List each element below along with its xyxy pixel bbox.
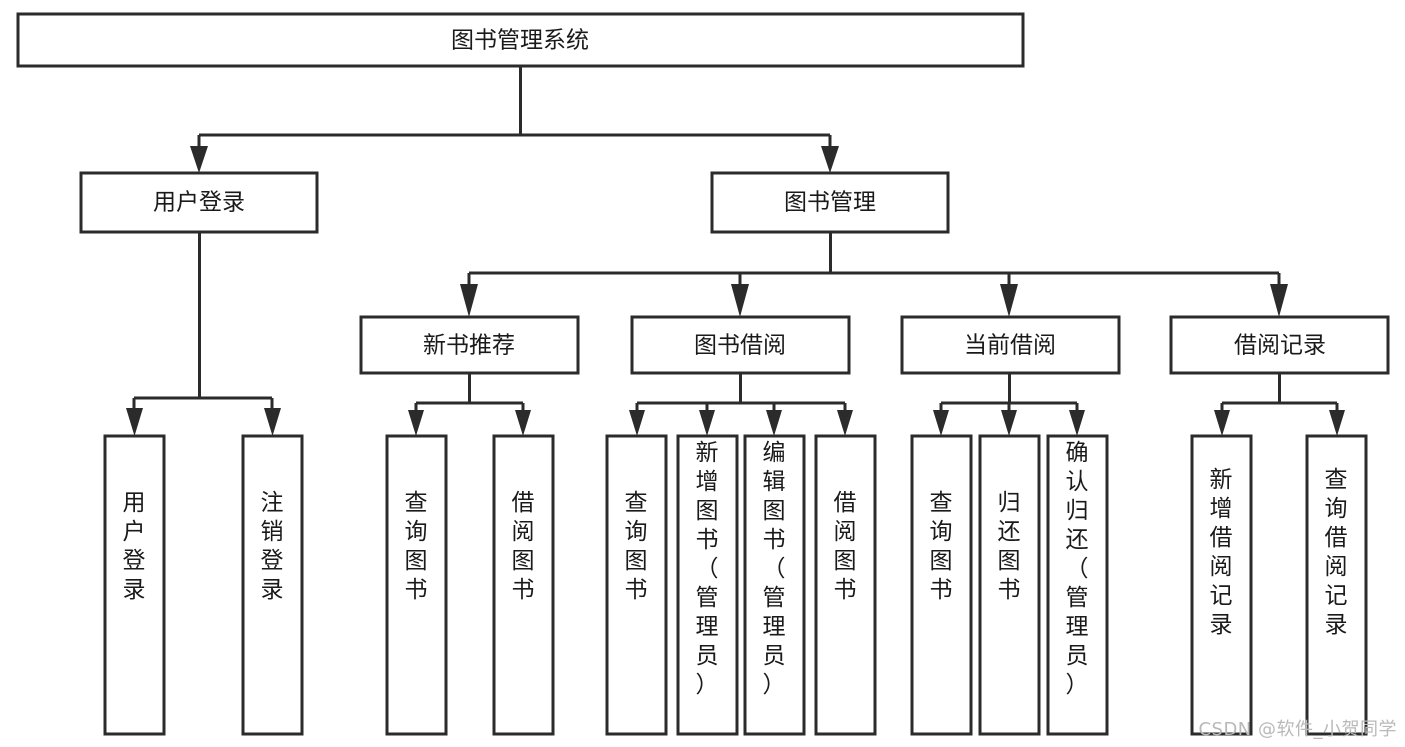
leaf-query-borrow-record-box[interactable] <box>1305 434 1368 736</box>
node-user-login-label: 用户登录 <box>153 190 245 216</box>
leaf-borrow-book-1-label: 借阅图书 <box>512 490 535 603</box>
leaf-user-login-label: 用户登录 <box>123 490 146 603</box>
csdn-watermark: CSDN @软件_小贺同学 <box>1198 719 1397 740</box>
leaf-query-book-3-box[interactable] <box>910 434 973 736</box>
leaf-query-book-1-label: 查询图书 <box>405 490 428 603</box>
node-root[interactable]: 图书管理系统 <box>16 12 1025 68</box>
leaf-return-book-box[interactable] <box>978 434 1041 736</box>
leaf-user-login-box[interactable] <box>103 434 166 736</box>
arrow-head-record-leaf-2 <box>1329 410 1345 436</box>
connector-layer <box>126 66 1345 436</box>
arrow-head-book-manage <box>821 146 839 173</box>
leaf-logout[interactable]: 注销登录 <box>241 434 304 736</box>
node-root-label: 图书管理系统 <box>451 28 589 54</box>
leaf-user-login[interactable]: 用户登录 <box>103 434 166 736</box>
arrow-head-leaf-user-login <box>126 408 143 436</box>
node-book-borrow-label: 图书借阅 <box>694 333 786 359</box>
node-new-book-recommend-box[interactable] <box>359 315 580 375</box>
leaf-edit-book-admin-label: 编辑图书（管理员） <box>763 440 786 698</box>
leaf-add-borrow-record-box[interactable] <box>1190 434 1253 736</box>
node-user-login-box[interactable] <box>79 171 319 234</box>
node-book-manage[interactable]: 图书管理 <box>710 171 950 234</box>
node-root-box[interactable] <box>16 12 1025 68</box>
node-book-borrow[interactable]: 图书借阅 <box>630 315 851 375</box>
arrow-head-current-leaf-2 <box>1001 410 1017 436</box>
leaf-confirm-return-admin[interactable]: 确认归还（管理员） <box>1046 434 1109 736</box>
arrow-head-borrow-leaf-1 <box>629 410 645 436</box>
node-new-book-recommend-label: 新书推荐 <box>423 333 515 359</box>
arrow-head-current-leaf-1 <box>933 410 949 436</box>
arrow-head-book-borrow <box>731 284 749 317</box>
leaf-query-book-1[interactable]: 查询图书 <box>385 434 448 736</box>
leaf-query-book-2[interactable]: 查询图书 <box>605 434 668 736</box>
leaf-add-book-admin[interactable]: 新增图书（管理员） <box>676 434 739 736</box>
node-borrow-record-box[interactable] <box>1169 315 1390 375</box>
leaf-query-book-1-box[interactable] <box>385 434 448 736</box>
leaf-query-book-3[interactable]: 查询图书 <box>910 434 973 736</box>
node-borrow-record-label: 借阅记录 <box>1234 333 1326 359</box>
leaf-query-book-2-label: 查询图书 <box>625 490 648 603</box>
leaf-return-book-label: 归还图书 <box>998 490 1021 603</box>
leaf-query-borrow-record-label: 查询借阅记录 <box>1325 467 1348 638</box>
node-user-login[interactable]: 用户登录 <box>79 171 319 234</box>
node-new-book-recommend[interactable]: 新书推荐 <box>359 315 580 375</box>
arrow-head-current-leaf-3 <box>1069 410 1085 436</box>
leaf-borrow-book-1-box[interactable] <box>492 434 555 736</box>
leaf-add-borrow-record-label: 新增借阅记录 <box>1210 467 1233 638</box>
node-borrow-record[interactable]: 借阅记录 <box>1169 315 1390 375</box>
node-current-borrow[interactable]: 当前借阅 <box>900 315 1121 375</box>
leaf-query-borrow-record[interactable]: 查询借阅记录 <box>1305 434 1368 736</box>
arrow-head-borrow-leaf-3 <box>766 410 782 436</box>
node-current-borrow-label: 当前借阅 <box>964 333 1056 359</box>
leaf-add-book-admin-label: 新增图书（管理员） <box>696 440 719 698</box>
leaf-borrow-book-1[interactable]: 借阅图书 <box>492 434 555 736</box>
leaf-return-book[interactable]: 归还图书 <box>978 434 1041 736</box>
leaf-query-book-2-box[interactable] <box>605 434 668 736</box>
arrow-head-borrow-leaf-2 <box>699 410 715 436</box>
leaf-borrow-book-2-label: 借阅图书 <box>834 490 857 603</box>
leaf-add-book-admin-box[interactable] <box>676 434 739 736</box>
leaf-edit-book-admin[interactable]: 编辑图书（管理员） <box>743 434 806 736</box>
leaf-confirm-return-admin-box[interactable] <box>1046 434 1109 736</box>
leaf-borrow-book-2[interactable]: 借阅图书 <box>814 434 877 736</box>
arrow-head-borrow-record <box>1270 284 1288 317</box>
arrow-head-leaf-logout <box>264 408 281 436</box>
leaf-confirm-return-admin-label: 确认归还（管理员） <box>1066 440 1089 698</box>
node-current-borrow-box[interactable] <box>900 315 1121 375</box>
arrow-head-newbook-leaf-1 <box>408 410 424 436</box>
node-book-borrow-box[interactable] <box>630 315 851 375</box>
leaf-borrow-book-2-box[interactable] <box>814 434 877 736</box>
leaf-logout-label: 注销登录 <box>261 490 284 603</box>
arrow-head-user-login <box>190 146 208 173</box>
arrow-head-record-leaf-1 <box>1214 410 1230 436</box>
arrow-head-borrow-leaf-4 <box>837 410 853 436</box>
arrow-head-new-book-rec <box>460 284 478 317</box>
arrow-head-current-borrow <box>1000 284 1018 317</box>
leaf-logout-box[interactable] <box>241 434 304 736</box>
leaf-edit-book-admin-box[interactable] <box>743 434 806 736</box>
leaf-query-book-3-label: 查询图书 <box>930 490 953 603</box>
arrow-head-newbook-leaf-2 <box>515 410 531 436</box>
node-book-manage-label: 图书管理 <box>784 190 876 216</box>
leaf-add-borrow-record[interactable]: 新增借阅记录 <box>1190 434 1253 736</box>
node-book-manage-box[interactable] <box>710 171 950 234</box>
